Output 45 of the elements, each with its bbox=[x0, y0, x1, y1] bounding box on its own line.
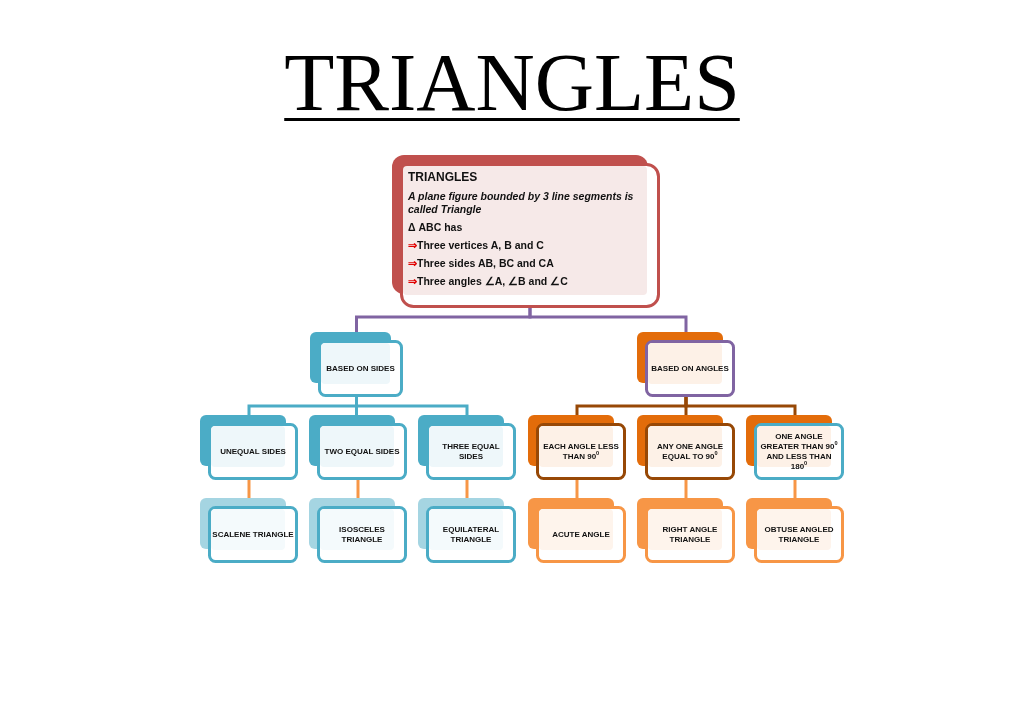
connector-line bbox=[684, 480, 688, 498]
category-box bbox=[746, 415, 844, 480]
category-box bbox=[528, 415, 626, 480]
bullet-text: ⇒Three sides AB, BC and CA bbox=[408, 257, 554, 270]
category-box bbox=[200, 415, 298, 480]
connector-line bbox=[356, 480, 360, 498]
connector-line bbox=[793, 480, 797, 498]
definition-box bbox=[392, 155, 660, 308]
connector-line bbox=[355, 397, 469, 415]
connector-line bbox=[684, 397, 797, 415]
box-label: RIGHT ANGLE TRIANGLE bbox=[661, 524, 719, 545]
category-box bbox=[310, 332, 403, 397]
title: TRIANGLES bbox=[284, 37, 740, 128]
category-box bbox=[418, 415, 516, 480]
connector-line bbox=[465, 480, 469, 498]
box-label: ACUTE ANGLE bbox=[552, 529, 610, 540]
connector-line bbox=[528, 308, 688, 332]
box-label: EACH ANGLE LESS THAN 90$^{0}$ bbox=[542, 441, 620, 462]
box-label: OBTUSE ANGLED TRIANGLE bbox=[763, 524, 835, 545]
category-box bbox=[418, 498, 516, 563]
box-label: BASED ON ANGLES bbox=[651, 363, 729, 374]
category-box bbox=[637, 332, 735, 397]
box-label: BASED ON SIDES bbox=[326, 363, 395, 374]
box-label: UNEQUAL SIDES bbox=[220, 446, 286, 457]
category-box bbox=[637, 415, 735, 480]
box-heading: TRIANGLES bbox=[408, 171, 478, 184]
box-label: ONE ANGLE GREATER THAN 90$^{0}$ AND LESS THAN 180$^{0}$ bbox=[759, 431, 839, 472]
definition-text: A plane figure bounded by 3 line segments is called Triangle bbox=[408, 190, 635, 216]
category-box bbox=[309, 415, 407, 480]
category-box bbox=[309, 498, 407, 563]
category-box bbox=[200, 498, 298, 563]
connector-line bbox=[575, 480, 579, 498]
box-label: TWO EQUAL SIDES bbox=[324, 446, 400, 457]
category-box bbox=[528, 498, 626, 563]
box-label: ISOSCELES TRIANGLE bbox=[338, 524, 386, 545]
bullet-text: ⇒Three angles ∠A, ∠B and ∠C bbox=[408, 275, 568, 288]
category-box bbox=[637, 498, 735, 563]
box-label: THREE EQUAL SIDES bbox=[441, 441, 501, 462]
box-label: SCALENE TRIANGLE bbox=[212, 529, 294, 540]
connector-line bbox=[247, 480, 251, 498]
bullet-text: ⇒Three vertices A, B and C bbox=[408, 239, 544, 252]
body-text: Δ ABC has bbox=[408, 221, 463, 234]
box-label: EQUILATERAL TRIANGLE bbox=[441, 524, 501, 545]
category-box bbox=[746, 498, 844, 563]
box-label: ANY ONE ANGLE EQUAL TO 90$^{0}$ bbox=[655, 441, 725, 462]
